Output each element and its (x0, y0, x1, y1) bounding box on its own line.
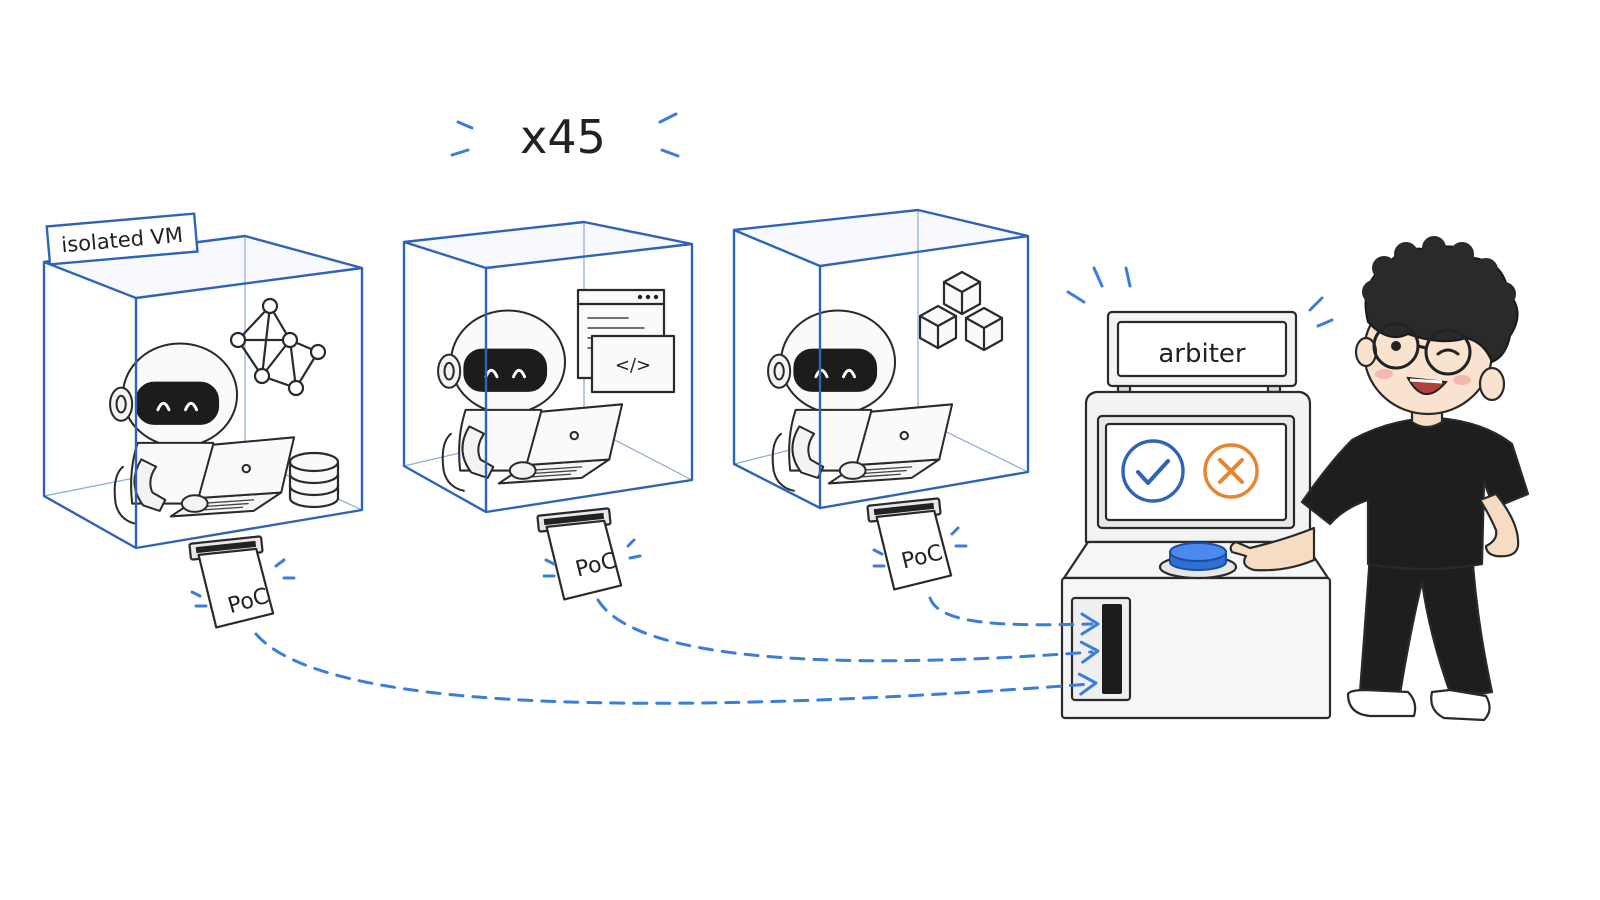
cubes-icon (918, 270, 1004, 352)
cross-icon (1203, 443, 1259, 499)
poc-ticket-3: PoC (866, 496, 968, 593)
arbiter-machine: arbiter (1060, 266, 1334, 720)
database-icon (288, 451, 340, 509)
arrow-ticket-1-to-arbiter (254, 632, 1092, 705)
svg-text:</>: </> (615, 355, 651, 376)
flow-arrows (254, 596, 1101, 705)
multiplier-badge: x45 (450, 110, 680, 164)
arrow-ticket-3-to-arbiter (928, 596, 1094, 627)
check-icon (1121, 439, 1185, 503)
code-window-icon: </> (576, 288, 676, 394)
arrow-ticket-2-to-arbiter (596, 598, 1094, 663)
network-graph-icon (229, 297, 327, 397)
vm-box-2: </> (402, 220, 694, 514)
poc-ticket-1: PoC (188, 534, 296, 631)
arbiter-label: arbiter (1158, 339, 1246, 369)
arbiter-push-button[interactable] (1158, 542, 1238, 580)
vm-box-3 (732, 208, 1030, 510)
isolated-vm-tag: isolated VM (45, 212, 199, 266)
poc-ticket-2: PoC (536, 506, 642, 603)
vm-box-1: isolated VM (42, 212, 364, 550)
multiplier-label: x45 (520, 110, 606, 164)
person-reviewer (1229, 236, 1530, 722)
